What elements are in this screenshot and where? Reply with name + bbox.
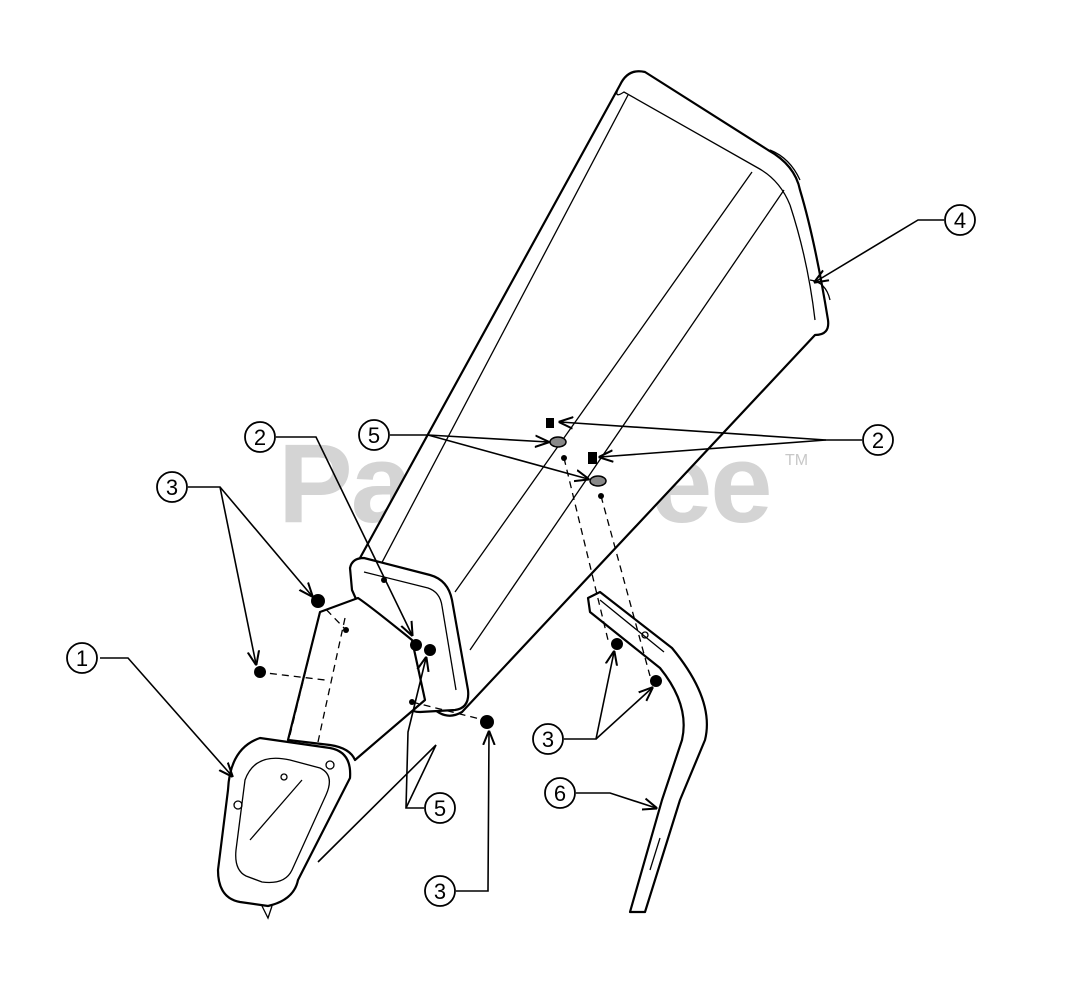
callout-3-bottom-label: 3 [434, 879, 446, 904]
upper-chute-part-4 [358, 70, 831, 717]
callout-3-upper-left-label: 3 [166, 475, 178, 500]
callout-5-upper-label: 5 [368, 423, 380, 448]
callout-3-bottom: 3 [424, 875, 456, 907]
callout-5-lower: 5 [424, 792, 456, 824]
callout-4-label: 4 [954, 208, 966, 233]
control-bracket-part-6 [586, 590, 708, 914]
callout-1: 1 [66, 642, 98, 674]
bolt-2c [546, 418, 554, 428]
callout-5-lower-label: 5 [434, 796, 446, 821]
callout-3-upper-left: 3 [156, 471, 188, 503]
callout-5-upper: 5 [358, 419, 390, 451]
callout-6: 6 [544, 777, 576, 809]
washer-5b [589, 475, 607, 487]
hex-nut-3d [611, 638, 623, 650]
leader-lines [100, 219, 944, 892]
callout-2-right-label: 2 [872, 428, 884, 453]
callout-2-left-label: 2 [254, 425, 266, 450]
callout-3-right-label: 3 [542, 727, 554, 752]
callout-2-left: 2 [244, 421, 276, 453]
washer-5a [549, 436, 567, 448]
callout-3-right: 3 [532, 723, 564, 755]
bolt-2a [410, 639, 422, 651]
callout-1-label: 1 [76, 646, 88, 671]
callout-4: 4 [944, 204, 976, 236]
trademark-mark: TM [785, 452, 809, 469]
callout-2-right: 2 [862, 424, 894, 456]
lower-chute-part-1 [216, 596, 427, 920]
callout-6-label: 6 [554, 781, 566, 806]
bolt-2b [424, 644, 436, 656]
hex-nut-3c [480, 715, 494, 729]
bolt-2d [588, 452, 597, 464]
hex-nut-3e [650, 675, 662, 687]
